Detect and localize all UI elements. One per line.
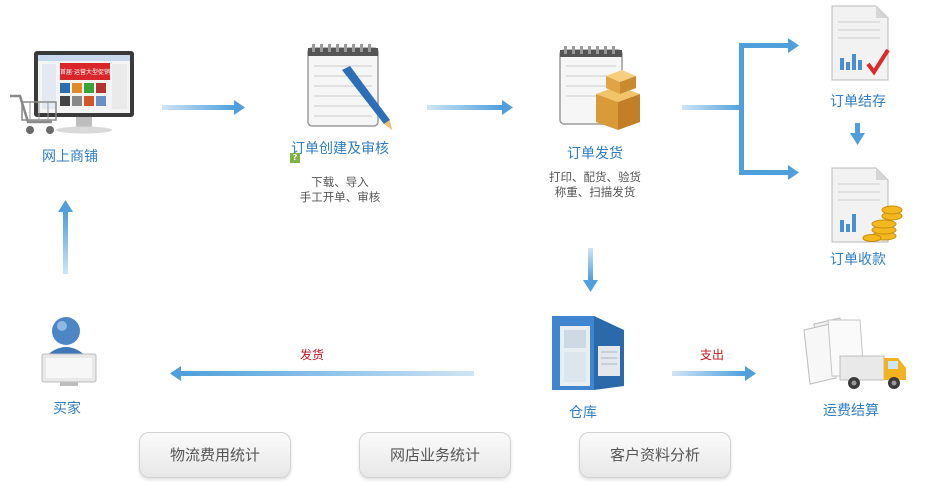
computer-icon: 首届·运营大型促销 xyxy=(10,51,134,134)
order-ship-steps: 打印、配货、验货 称重、扫描发货 xyxy=(535,170,655,200)
clipboard-pen-icon xyxy=(307,44,392,130)
order-ship-step-2: 称重、扫描发货 xyxy=(554,185,636,199)
arrow-order-to-ship xyxy=(427,100,513,115)
warehouse-label: 仓库 xyxy=(569,405,597,421)
order-create-step-1: 下载、导入 xyxy=(311,175,369,189)
warehouse-icon xyxy=(552,316,624,390)
order-archive-node xyxy=(826,4,892,82)
arrow-store-to-order xyxy=(162,100,245,115)
order-create-node xyxy=(302,40,394,132)
buyer-node xyxy=(36,314,100,388)
edge-label-expense: 支出 xyxy=(700,348,725,362)
customer-analysis-button[interactable]: 客户资料分析 xyxy=(579,432,731,478)
order-create-steps: 下载、导入 手工开单、审核 xyxy=(280,175,400,205)
buyer-label: 买家 xyxy=(53,401,81,417)
arrow-ship-to-branch xyxy=(682,38,799,180)
order-create-step-2: 手工开单、审核 xyxy=(299,190,381,204)
mini-screen-banner: 首届·运营大型促销 xyxy=(60,68,110,76)
logistics-stats-button[interactable]: 物流费用统计 xyxy=(139,432,291,478)
arrow-archive-to-payment xyxy=(850,123,865,145)
order-ship-step-1: 打印、配货、验货 xyxy=(549,170,641,184)
order-ship-node xyxy=(556,42,648,134)
order-archive-label: 订单结存 xyxy=(830,94,886,110)
order-ship-label: 订单发货 xyxy=(567,146,623,162)
freight-settle-node xyxy=(800,316,910,392)
arrow-warehouse-to-buyer xyxy=(170,366,474,381)
help-icon[interactable]: ? xyxy=(290,153,300,163)
online-store-label: 网上商铺 xyxy=(42,149,98,165)
order-payment-node xyxy=(826,166,906,244)
arrow-ship-to-warehouse xyxy=(583,248,598,292)
report-check-icon xyxy=(831,5,890,81)
truck-documents-icon xyxy=(803,317,906,389)
order-create-label: 订单创建及审核 xyxy=(291,141,389,157)
freight-settle-label: 运费结算 xyxy=(823,403,879,419)
warehouse-node xyxy=(548,312,628,392)
report-coins-icon xyxy=(831,167,903,243)
store-stats-button[interactable]: 网店业务统计 xyxy=(359,432,511,478)
user-computer-icon xyxy=(41,317,97,386)
arrow-buyer-to-store xyxy=(58,200,73,274)
order-payment-label: 订单收款 xyxy=(830,252,886,268)
clipboard-box-icon xyxy=(559,46,640,130)
edge-label-ship: 发货 xyxy=(300,348,325,362)
online-store-node: 首届·运营大型促销 xyxy=(8,48,138,143)
arrow-warehouse-to-freight xyxy=(672,366,756,381)
